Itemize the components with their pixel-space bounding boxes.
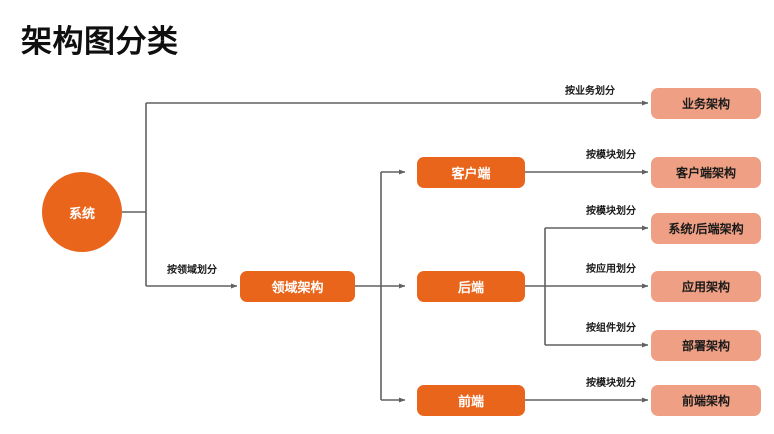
node-domain-arch[interactable]: 领域架构 — [240, 271, 355, 302]
node-backend[interactable]: 后端 — [417, 271, 525, 302]
node-frontend[interactable]: 前端 — [417, 385, 525, 416]
node-sysbe-arch[interactable]: 系统/后端架构 — [651, 213, 761, 244]
edge-label-by-component: 按组件划分 — [586, 323, 636, 334]
node-client-arch[interactable]: 客户端架构 — [651, 157, 761, 188]
node-fe-arch-label: 前端架构 — [681, 394, 730, 408]
edge-label-by-application: 按应用划分 — [586, 264, 636, 275]
node-client[interactable]: 客户端 — [417, 157, 525, 188]
edge-label-by-module-client: 按模块划分 — [586, 150, 636, 161]
page-title: 架构图分类 — [21, 24, 179, 59]
node-deploy-arch-label: 部署架构 — [681, 339, 730, 353]
node-app-arch-label: 应用架构 — [681, 280, 730, 294]
node-fe-arch[interactable]: 前端架构 — [651, 385, 761, 416]
node-system[interactable]: 系统 — [42, 172, 122, 252]
node-system-label: 系统 — [68, 205, 95, 221]
node-backend-label: 后端 — [457, 280, 484, 295]
node-deploy-arch[interactable]: 部署架构 — [651, 330, 761, 361]
node-biz-arch-label: 业务架构 — [681, 97, 730, 111]
node-sysbe-arch-label: 系统/后端架构 — [668, 222, 744, 236]
node-domain-arch-label: 领域架构 — [271, 280, 324, 295]
edge-label-by-domain: 按领域划分 — [167, 265, 217, 276]
node-client-label: 客户端 — [451, 166, 491, 181]
edge-label-by-module-frontend: 按模块划分 — [586, 378, 636, 389]
node-frontend-label: 前端 — [457, 394, 484, 409]
edge-label-by-business: 按业务划分 — [565, 86, 615, 97]
node-client-arch-label: 客户端架构 — [675, 166, 736, 180]
edge-label-by-module-backend: 按模块划分 — [586, 206, 636, 217]
node-biz-arch[interactable]: 业务架构 — [651, 88, 761, 119]
node-app-arch[interactable]: 应用架构 — [651, 271, 761, 302]
